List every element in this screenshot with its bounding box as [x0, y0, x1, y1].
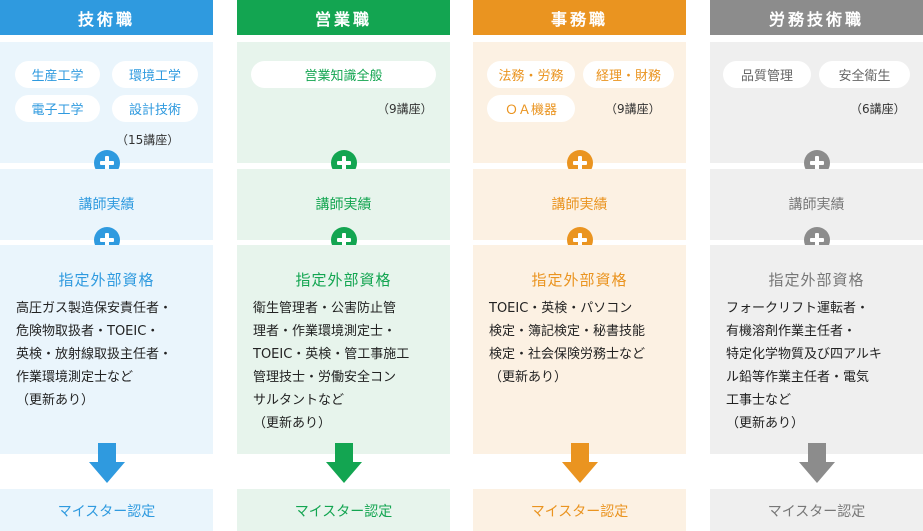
course-chip: 経理・財務 [583, 61, 674, 88]
meister-label: マイスター認定 [767, 504, 866, 520]
course-count: （6講座） [850, 102, 906, 116]
course-chip: 営業知識全般 [251, 61, 436, 88]
qualification-title: 指定外部資格 [295, 271, 392, 289]
column-technical: 技術職 生産工学 環境工学 電子工学 設計技術 （15講座） 講師実績 指定外部… [0, 0, 213, 531]
courses-panel: 法務・労務 経理・財務 ＯＡ機器 （9講座） [473, 42, 686, 163]
qualification-list: 高圧ガス製造保安責任者・ 危険物取扱者・TOEIC・ 英検・放射線取扱主任者・ … [16, 301, 173, 408]
qualification-panel: 指定外部資格 高圧ガス製造保安責任者・ 危険物取扱者・TOEIC・ 英検・放射線… [0, 245, 213, 454]
qualification-title: 指定外部資格 [58, 271, 155, 289]
course-chip: 生産工学 [15, 61, 100, 88]
column-header: 営業職 [237, 0, 450, 35]
meister-label: マイスター認定 [57, 504, 156, 520]
column-sales: 営業職 営業知識全般 （9講座） 講師実績 指定外部資格 衛生管理者・公害防止管… [237, 0, 450, 531]
qualification-list: フォークリフト運転者・ 有機溶剤作業主任者・ 特定化学物質及び四アルキ ル鉛等作… [726, 301, 882, 431]
column-clerical: 事務職 法務・労務 経理・財務 ＯＡ機器 （9講座） 講師実績 指定外部資格 T… [473, 0, 686, 531]
qualification-panel: 指定外部資格 フォークリフト運転者・ 有機溶剤作業主任者・ 特定化学物質及び四ア… [710, 245, 923, 454]
meister-panel: マイスター認定 [237, 489, 450, 531]
qualification-list: 衛生管理者・公害防止管 理者・作業環境測定士・ TOEIC・英検・管工事施工 管… [253, 301, 410, 431]
course-chip: 品質管理 [723, 61, 811, 88]
meister-label: マイスター認定 [294, 504, 393, 520]
instructor-label: 講師実績 [315, 197, 372, 213]
meister-panel: マイスター認定 [473, 489, 686, 531]
column-header: 事務職 [473, 0, 686, 35]
meister-panel: マイスター認定 [710, 489, 923, 531]
courses-panel: 生産工学 環境工学 電子工学 設計技術 （15講座） [0, 42, 213, 163]
course-chip: 環境工学 [112, 61, 198, 88]
column-header: 技術職 [0, 0, 213, 35]
meister-label: マイスター認定 [530, 504, 629, 520]
course-chip: 法務・労務 [487, 61, 575, 88]
courses-panel: 品質管理 安全衛生 （6講座） [710, 42, 923, 163]
course-count: （9講座） [605, 102, 661, 116]
qualification-title: 指定外部資格 [768, 271, 865, 289]
qualification-title: 指定外部資格 [531, 271, 628, 289]
meister-panel: マイスター認定 [0, 489, 213, 531]
down-arrow-icon [562, 443, 598, 483]
course-chip: 設計技術 [112, 95, 198, 122]
column-labor-technical: 労務技術職 品質管理 安全衛生 （6講座） 講師実績 指定外部資格 フォークリフ… [710, 0, 923, 531]
column-header: 労務技術職 [710, 0, 923, 35]
course-chip: 電子工学 [15, 95, 100, 122]
course-chip: ＯＡ機器 [487, 95, 575, 122]
down-arrow-icon [89, 443, 125, 483]
instructor-label: 講師実績 [788, 197, 845, 213]
courses-panel: 営業知識全般 （9講座） [237, 42, 450, 163]
down-arrow-icon [326, 443, 362, 483]
down-arrow-icon [799, 443, 835, 483]
qualification-list: TOEIC・英検・パソコン 検定・簿記検定・秘書技能 検定・社会保険労務士など … [489, 301, 646, 385]
instructor-label: 講師実績 [78, 197, 135, 213]
course-chip: 安全衛生 [819, 61, 910, 88]
course-count: （9講座） [377, 102, 433, 116]
qualification-panel: 指定外部資格 衛生管理者・公害防止管 理者・作業環境測定士・ TOEIC・英検・… [237, 245, 450, 454]
course-count: （15講座） [116, 133, 180, 147]
qualification-panel: 指定外部資格 TOEIC・英検・パソコン 検定・簿記検定・秘書技能 検定・社会保… [473, 245, 686, 454]
instructor-label: 講師実績 [551, 197, 608, 213]
